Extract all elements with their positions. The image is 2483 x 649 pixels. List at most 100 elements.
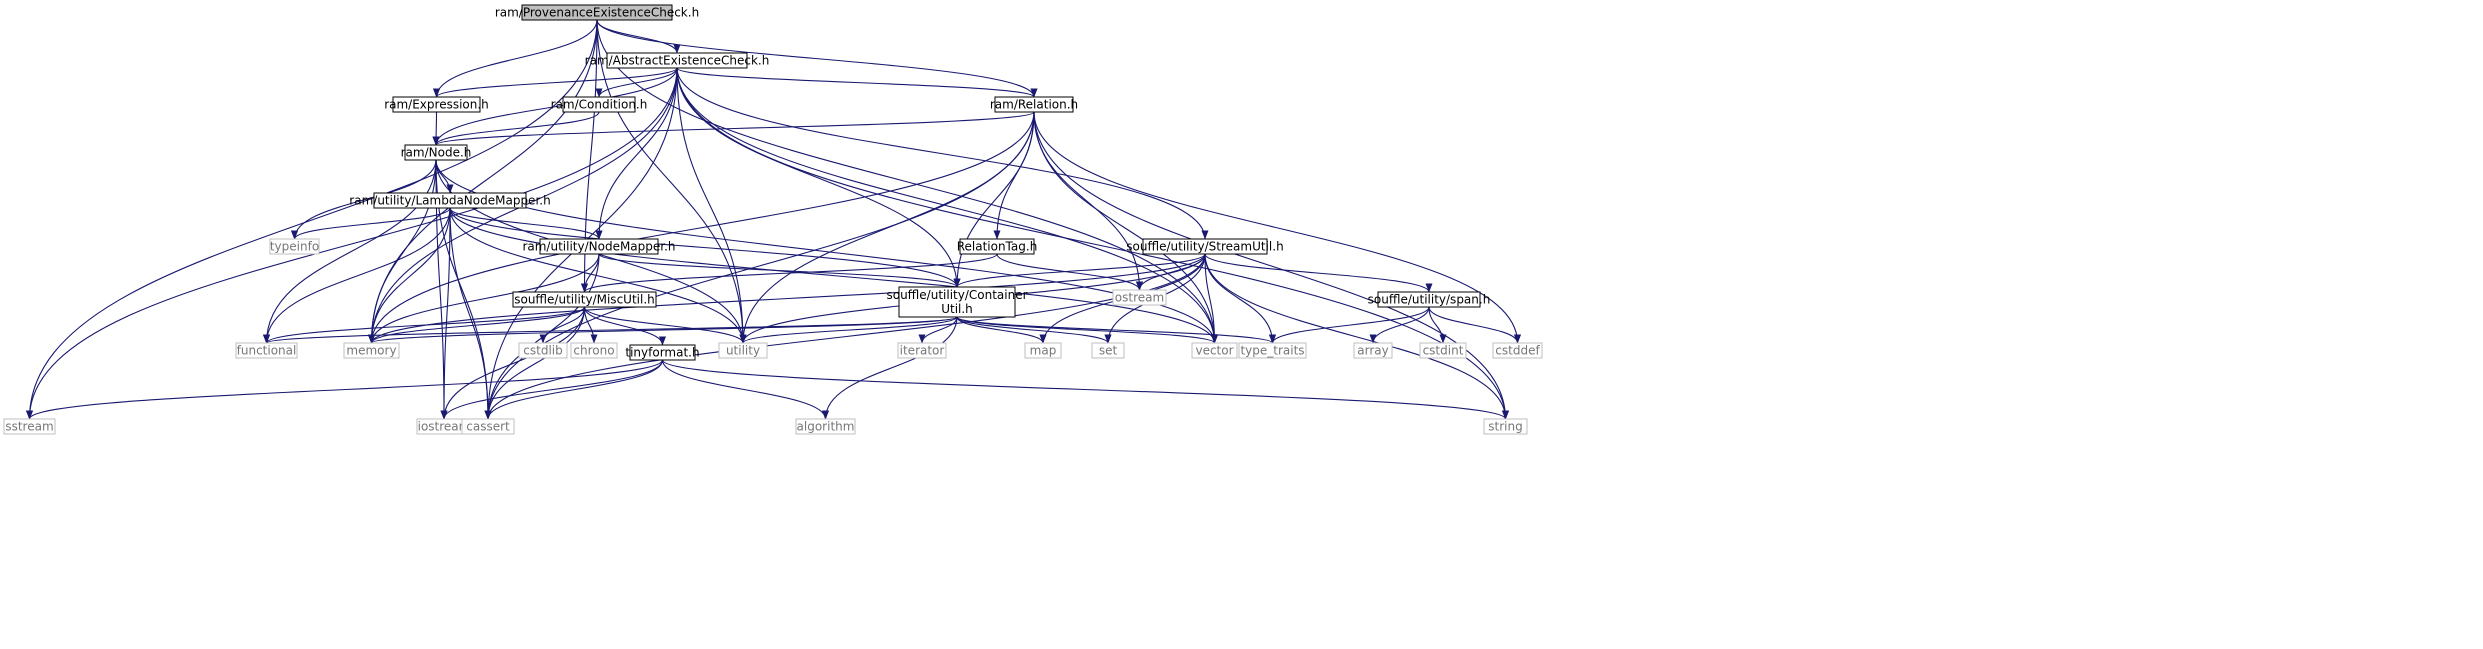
edge-relationtag-to-ostream	[996, 253, 1143, 291]
node-memory: memory	[343, 342, 400, 359]
node-nodemapper-label: ram/utility/NodeMapper.h	[522, 240, 675, 254]
node-lambdamapper[interactable]: ram/utility/LambdaNodeMapper.h	[349, 192, 551, 209]
node-streamutil-label: souffle/utility/StreamUtil.h	[1126, 240, 1283, 254]
node-node[interactable]: ram/Node.h	[401, 144, 472, 161]
edge-streamutil-to-cassert	[484, 253, 1206, 420]
node-nodemapper-box	[539, 238, 659, 255]
edge-abstract-to-condition	[595, 67, 678, 98]
edge-abstract-to-streamutil	[676, 67, 1209, 240]
node-set-label: set	[1099, 344, 1118, 358]
node-condition[interactable]: ram/Condition.h	[551, 96, 648, 113]
node-array-label: array	[1357, 344, 1388, 358]
node-streamutil[interactable]: souffle/utility/StreamUtil.h	[1126, 238, 1284, 255]
edge-containerutil-to-algorithm	[822, 316, 958, 420]
node-set: set	[1091, 342, 1125, 359]
node-containerutil-label: Util.h	[941, 302, 973, 316]
node-cassert-label: cassert	[466, 420, 510, 434]
edge-miscutil-to-memory	[368, 306, 586, 344]
node-streamutil-box	[1142, 238, 1268, 255]
edge-abstract-to-nodemapper	[595, 67, 678, 240]
edge-root-to-sstream	[26, 19, 598, 420]
edge-lambdamapper-to-functional	[263, 207, 451, 344]
edge-miscutil-to-cassert	[484, 306, 586, 420]
edge-root-to-utility	[596, 19, 747, 344]
edge-abstract-to-containerutil	[676, 67, 961, 288]
node-utility: utility	[718, 342, 768, 359]
node-expression-label: ram/Expression.h	[384, 98, 489, 112]
edge-abstract-to-relation	[676, 67, 1038, 98]
node-iostream: iostream	[416, 418, 472, 435]
node-memory-label: memory	[346, 344, 396, 358]
node-chrono-label: chrono	[573, 344, 614, 358]
edge-containerutil-to-vector	[956, 316, 1218, 344]
node-set-box	[1091, 342, 1125, 359]
node-algorithm-box	[795, 418, 856, 435]
edge-abstract-to-node	[432, 67, 678, 146]
edge-streamutil-to-vector	[1204, 253, 1218, 344]
node-cstdint-label: cstdint	[1423, 344, 1464, 358]
node-relation-box	[994, 96, 1074, 113]
edge-lambdamapper-to-cassert	[449, 207, 492, 420]
node-relationtag[interactable]: RelationTag.h	[957, 238, 1038, 255]
edge-relation-to-vector	[1033, 111, 1218, 344]
edge-abstract-to-string	[676, 67, 1509, 420]
edge-abstract-to-utility	[676, 67, 747, 344]
node-miscutil[interactable]: souffle/utility/MiscUtil.h	[512, 291, 657, 308]
node-spanh-box	[1377, 291, 1481, 308]
edge-miscutil-to-iostream	[440, 306, 586, 420]
node-vector-label: vector	[1195, 344, 1233, 358]
node-utility-box	[718, 342, 768, 359]
node-abstract-label: ram/AbstractExistenceCheck.h	[585, 54, 770, 68]
node-functional-box	[235, 342, 298, 359]
node-iostream-label: iostream	[418, 420, 471, 434]
node-root-label: ram/ProvenanceExistenceCheck.h	[495, 6, 699, 20]
edge-containerutil-to-set	[956, 316, 1112, 344]
node-cstdlib-box	[518, 342, 568, 359]
node-string-label: string	[1488, 420, 1522, 434]
edge-root-to-vector	[596, 19, 1218, 344]
edge-abstract-to-sstream	[26, 67, 678, 420]
edge-nodemapper-to-containerutil	[598, 253, 961, 288]
edge-lambdamapper-to-memory	[368, 207, 451, 344]
node-cstddef-label: cstddef	[1495, 344, 1540, 358]
node-cstdint-box	[1419, 342, 1467, 359]
node-array-box	[1353, 342, 1393, 359]
edge-containerutil-to-utility	[739, 316, 958, 344]
node-condition-label: ram/Condition.h	[551, 98, 648, 112]
node-relationtag-box	[959, 238, 1035, 255]
edge-streamutil-to-spanh	[1204, 253, 1433, 293]
node-typeinfo-label: typeinfo	[270, 240, 319, 254]
node-tinyformat[interactable]: tinyformat.h	[625, 344, 700, 361]
node-utility-label: utility	[726, 344, 760, 358]
edge-spanh-to-cstdint	[1428, 306, 1447, 344]
node-lambdamapper-box	[373, 192, 527, 209]
edge-node-to-memory	[368, 159, 437, 344]
edge-relation-to-cstddef	[1033, 111, 1521, 344]
node-memory-box	[343, 342, 400, 359]
edge-streamutil-to-memory	[368, 253, 1206, 344]
node-cstdint: cstdint	[1419, 342, 1467, 359]
edge-lambdamapper-to-typeinfo	[291, 207, 451, 240]
node-expression[interactable]: ram/Expression.h	[384, 96, 489, 113]
node-nodemapper[interactable]: ram/utility/NodeMapper.h	[522, 238, 676, 255]
node-cstdlib-label: cstdlib	[523, 344, 562, 358]
node-relation[interactable]: ram/Relation.h	[990, 96, 1078, 113]
node-spanh[interactable]: souffle/utility/span.h	[1368, 291, 1491, 308]
node-ostream: ostream	[1112, 289, 1167, 306]
node-root[interactable]: ram/ProvenanceExistenceCheck.h	[495, 4, 699, 21]
node-miscutil-label: souffle/utility/MiscUtil.h	[514, 293, 655, 307]
node-functional-label: functional	[237, 344, 297, 358]
node-iterator-label: iterator	[900, 344, 945, 358]
node-relationtag-label: RelationTag.h	[957, 240, 1038, 254]
edge-tinyformat-to-sstream	[26, 359, 664, 420]
node-abstract[interactable]: ram/AbstractExistenceCheck.h	[585, 52, 770, 69]
edge-node-to-typeinfo	[291, 159, 437, 240]
node-string: string	[1483, 418, 1528, 435]
node-array: array	[1353, 342, 1393, 359]
edge-containerutil-to-map	[956, 316, 1047, 344]
edge-containerutil-to-functional	[263, 316, 958, 344]
edge-miscutil-to-tinyformat	[583, 306, 666, 346]
edge-relation-to-string	[1033, 111, 1509, 420]
